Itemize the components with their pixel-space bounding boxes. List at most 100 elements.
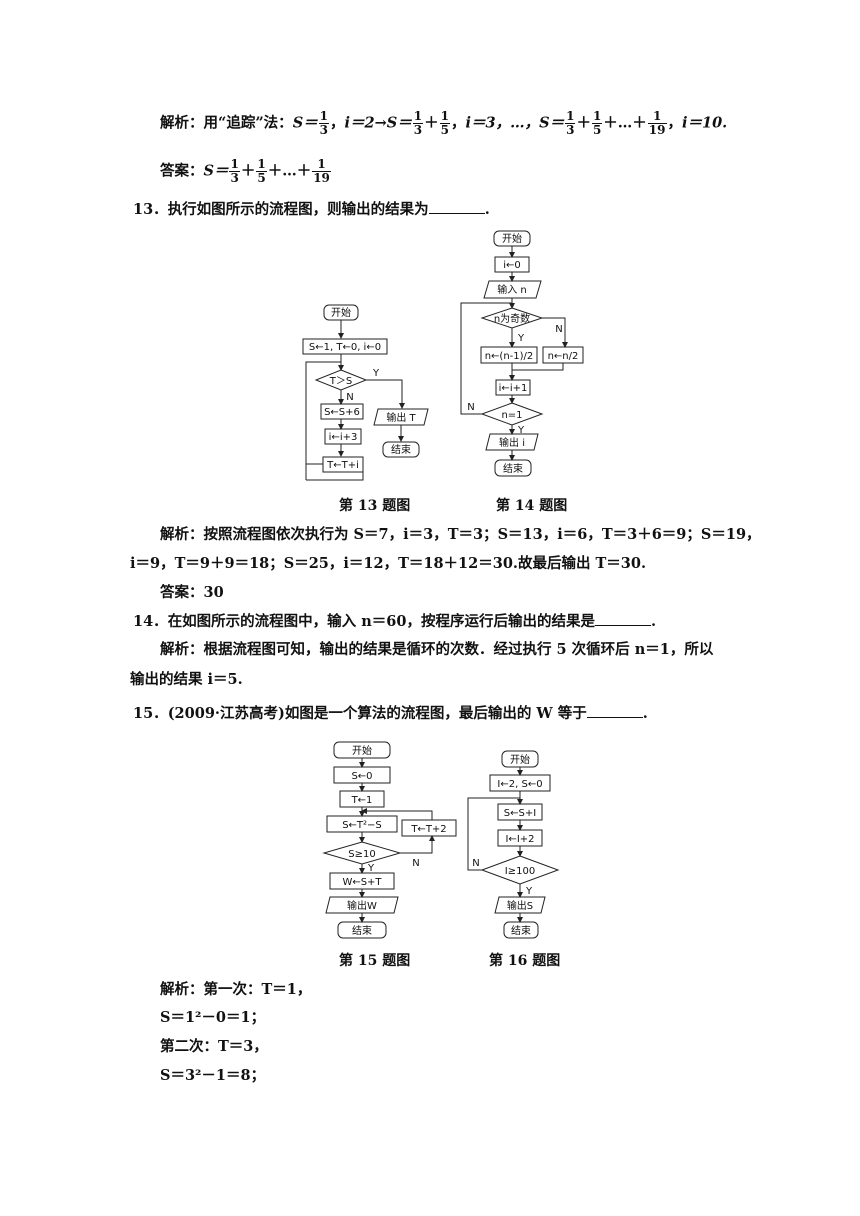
yes2-label: Y [517, 425, 525, 436]
out-label: 输出 i [499, 436, 525, 449]
process-node-1 [320, 403, 364, 420]
s1-label: S←S+6 [324, 407, 360, 418]
process-node-2 [324, 428, 362, 445]
start-label: 开始 [331, 306, 351, 319]
method-text: 用“追踪”法： [203, 114, 293, 132]
init-label: I←2, S←0 [497, 779, 542, 790]
math-s: S＝ [292, 114, 318, 132]
out-label: 输出S [507, 899, 533, 912]
s2-label: i←i+3 [329, 432, 358, 443]
math-i2: i＝2→ [344, 114, 387, 132]
init-label: S←1, T←0, i←0 [309, 342, 381, 353]
solution-label: 解析： [160, 114, 204, 132]
no-label: N [472, 858, 479, 869]
out-label: 输出 T [386, 411, 416, 424]
t1-label: T←1 [351, 795, 373, 806]
out-label: 输出W [347, 899, 377, 912]
cond-label: S≥10 [348, 849, 375, 860]
no-label: N [346, 392, 353, 403]
inc-node [495, 379, 531, 396]
init-label: i←0 [503, 260, 521, 271]
solution-13-line2: i＝9，T＝9＋9＝18；S＝25，i＝12，T＝18＋12＝30.故最后输出 … [130, 555, 647, 572]
end-node [494, 459, 532, 477]
answer-blank [594, 611, 651, 626]
solution-label: 解析： [160, 526, 204, 543]
start-label: 开始 [352, 744, 372, 757]
odd-label: n←(n-1)/2 [485, 351, 534, 362]
question-number: 15． [133, 705, 168, 722]
answer-13-line: 答案：30 [160, 583, 224, 603]
cond-label: I≥100 [505, 866, 535, 877]
question-14: 14．在如图所示的流程图中，输入 n＝60，按程序运行后输出的结果是. [133, 611, 657, 630]
solution-15-line3: 第二次：T＝3， [160, 1038, 268, 1055]
odd-node [480, 346, 538, 364]
s0-label: S←0 [351, 771, 372, 782]
output-node [325, 896, 399, 914]
flowchart-14: 开始 i←0 输入 n n为奇数 Y N n←(n-1)/2 n←n/2 i←i… [460, 230, 584, 477]
cond-label: T＞S [329, 376, 352, 387]
yes-label: Y [525, 886, 533, 897]
solution-15-line4: S＝3²－1＝8； [160, 1067, 266, 1084]
caption-14: 第 14 题图 [496, 498, 568, 514]
flowchart-16: 开始 I←2, S←0 S←S+I I←I+2 I≥100 Y N 输出S 结束 [467, 750, 560, 939]
answer-blank [428, 199, 485, 214]
input-node [483, 280, 542, 299]
flowchart-13: 开始 S←1, T←0, i←0 T＞S Y N S←S+6 i←i+3 T←T… [302, 304, 429, 481]
cond2-label: n=1 [501, 410, 522, 421]
no-label: N [555, 324, 562, 335]
yes-label: Y [367, 863, 375, 874]
end-node [337, 921, 387, 939]
init-node [302, 338, 388, 355]
question-text: 如图是一个算法的流程图，最后输出的 W 等于 [284, 705, 587, 722]
question-number: 14． [133, 613, 168, 630]
question-text: 执行如图所示的流程图，则输出的结果为 [167, 201, 429, 218]
even-label: n←n/2 [548, 351, 579, 362]
end-label: 结束 [503, 462, 523, 475]
math-i10: i＝10. [682, 114, 728, 132]
no-label: N [412, 858, 419, 869]
tt-node [401, 819, 457, 837]
solution-label: 解析： [160, 981, 204, 998]
start-label: 开始 [510, 753, 530, 766]
caption-16: 第 16 题图 [489, 953, 561, 969]
answer-blank [586, 703, 643, 718]
answer-value: 30 [203, 584, 224, 601]
tt-label: T←T+2 [410, 824, 446, 835]
question-source: (2009·江苏高考) [167, 705, 285, 722]
question-text: 在如图所示的流程图中，输入 n＝60，按程序运行后输出的结果是 [167, 613, 595, 630]
output-node [373, 408, 429, 426]
end-label: 结束 [352, 924, 372, 937]
solution-label: 解析： [160, 641, 204, 658]
solution-14-line1: 解析：根据流程图可知，输出的结果是循环的次数．经过执行 5 次循环后 n＝1，所… [160, 641, 714, 658]
solution-13-line1: 解析：按照流程图依次执行为 S＝7，i＝3，T＝3；S＝13，i＝6，T＝3＋6… [160, 526, 761, 543]
inc-label: i←i+1 [499, 383, 528, 394]
question-number: 13． [133, 201, 168, 218]
output-node [494, 896, 546, 914]
end-node [503, 921, 539, 939]
answer-label: 答案： [160, 584, 204, 601]
end-label: 结束 [391, 443, 411, 456]
question-15: 15．(2009·江苏高考)如图是一个算法的流程图，最后输出的 W 等于. [133, 703, 648, 722]
yes-label: Y [372, 368, 380, 379]
w-label: W←S+T [342, 877, 382, 888]
end-label: 结束 [511, 924, 531, 937]
solution-14-line2: 输出的结果 i＝5. [130, 671, 243, 688]
st-label: S←T²−S [342, 820, 382, 831]
caption-15: 第 15 题图 [339, 953, 411, 969]
yes-label: Y [517, 333, 525, 344]
question-13: 13．执行如图所示的流程图，则输出的结果为. [133, 199, 490, 218]
s2-label: I←I+2 [505, 834, 534, 845]
output-node [485, 433, 539, 451]
math-i3: i＝3，…， [465, 114, 540, 132]
solution-15-line2: S＝1²－0＝1； [160, 1009, 266, 1026]
solution-15-line1: 解析：第一次：T＝1， [160, 981, 312, 998]
start-label: 开始 [502, 232, 522, 245]
cond-label: n为奇数 [494, 312, 530, 325]
s1-label: S←S+I [504, 808, 536, 819]
answer-label: 答案： [160, 162, 204, 180]
input-label: 输入 n [497, 283, 527, 296]
no2-label: N [467, 402, 474, 413]
